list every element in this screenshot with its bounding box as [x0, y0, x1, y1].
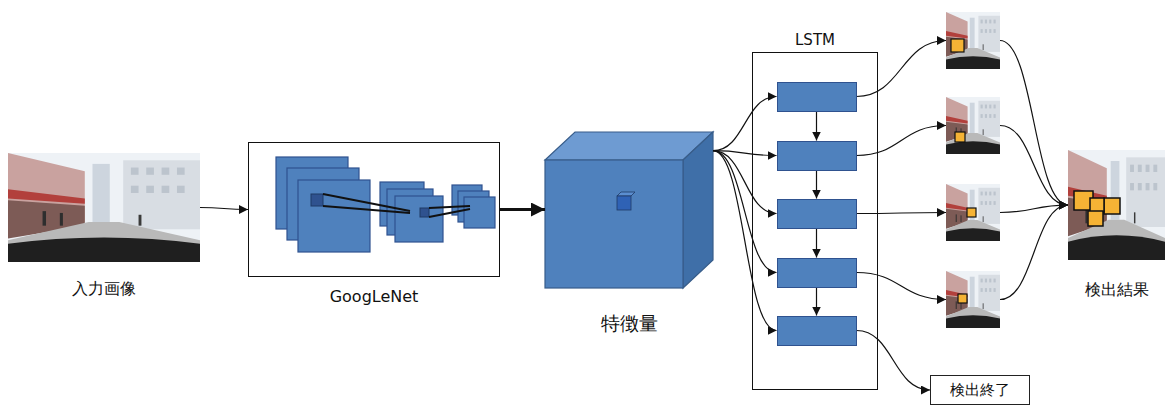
- connector-arrow: [857, 126, 947, 156]
- feature-block: 特徴量: [545, 132, 713, 288]
- connector-arrow: [1000, 205, 1068, 300]
- lstm-cell: [777, 199, 857, 229]
- connector-arrow: [713, 97, 777, 151]
- caption-label: 入力画像: [72, 279, 136, 298]
- result-thumbnail: [946, 12, 1000, 69]
- connector-arrow: [857, 273, 947, 300]
- connector-arrow: [500, 208, 545, 211]
- connector-arrow: [816, 288, 817, 316]
- result-image: 検出結果: [1068, 150, 1165, 260]
- network-box: GoogLeNet: [248, 142, 500, 277]
- connector-arrow: [713, 151, 777, 331]
- result-thumbnail: [946, 97, 1000, 154]
- caption-label: 検出結果: [1085, 280, 1149, 299]
- lstm-cell: [777, 258, 857, 288]
- input-image: 入力画像: [8, 153, 200, 262]
- connector-arrow: [857, 331, 931, 391]
- connector-arrow: [816, 171, 817, 199]
- connector-arrow: [816, 229, 817, 258]
- lstm-box: LSTM: [752, 52, 878, 390]
- connector-arrow: [857, 41, 947, 97]
- result-thumbnail: [946, 271, 1000, 328]
- connector-arrow: [713, 151, 777, 214]
- lstm-cell: [777, 316, 857, 346]
- connector-arrow: [713, 151, 777, 273]
- lstm-cell: [777, 141, 857, 171]
- connector-arrow: [1000, 126, 1068, 206]
- connector-arrow: [857, 213, 947, 214]
- result-thumbnail: [946, 184, 1000, 241]
- connector-arrow: [816, 112, 817, 141]
- caption-label: 特徴量: [601, 312, 658, 335]
- connector-arrow: [1000, 41, 1068, 206]
- box-label: 検出終了: [950, 381, 1010, 399]
- caption-label: LSTM: [795, 31, 835, 49]
- end-box: 検出終了: [930, 375, 1030, 405]
- connector-arrow: [200, 208, 248, 210]
- caption-label: GoogLeNet: [330, 287, 419, 306]
- lstm-cell: [777, 82, 857, 112]
